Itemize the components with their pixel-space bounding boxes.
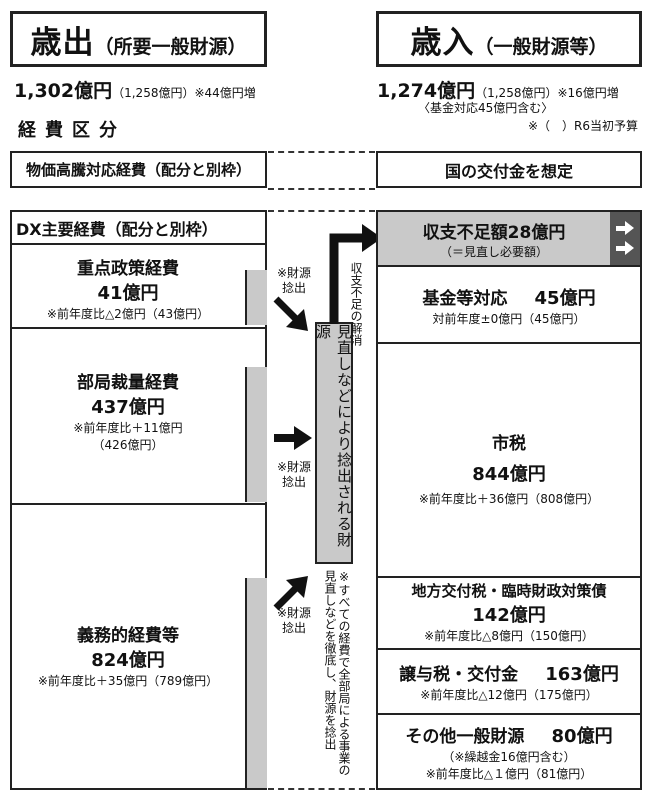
bottom-note: ※すべての経費で全部局による事業の見直しなどを徹底し、財源を捻出 [323, 570, 351, 776]
double-right-arrow-icon [616, 221, 634, 255]
deficit-box: 収支不足額28億円 （＝見直し必要額） [378, 212, 610, 265]
revenue-note: ※前年度比△8億円（150億円） [424, 629, 594, 643]
revenue-amount: 844億円 [472, 463, 546, 485]
expense-amount: 824億円 [91, 650, 165, 671]
expenditure-total-note: （1,258億円）※44億円増 [112, 86, 256, 100]
revenue-title: 基金等対応 [422, 288, 508, 309]
revenue-divider [376, 576, 642, 578]
expense-amount: 437億円 [91, 396, 165, 418]
expenditure-total: 1,302億円 [14, 80, 113, 102]
deficit-resolve-label: 収支不足の解消 [349, 262, 363, 346]
expense-note2: （426億円） [92, 437, 164, 452]
revenue-title: その他一般財源 [405, 727, 525, 747]
revenue-note: ※前年度比△12億円（175億円） [420, 687, 598, 702]
revenue-note2: ※前年度比△１億円（81億円） [425, 767, 593, 781]
expense-note: ※前年度比△2億円（43億円） [46, 306, 210, 321]
section-label: 経費区分 [18, 120, 126, 141]
revenue-note: （※繰越金16億円含む） [442, 750, 576, 764]
center-source-box: 見直しなどにより捻出される財源 [314, 322, 353, 564]
revenue-item-fund: 基金等対応 45億円 対前年度±0億円（45億円） [378, 270, 640, 340]
expense-item-priority: 重点政策経費 41億円 ※前年度比△2億円（43億円） [12, 250, 244, 325]
price-row-right-label: 国の交付金を想定 [444, 161, 573, 181]
diagonal-up-arrow-icon [273, 576, 308, 611]
arrow-note-1: ※財源捻出 [276, 266, 312, 295]
expenditure-total-line: 1,302億円（1,258億円）※44億円増 [14, 76, 256, 103]
revenue-divider [376, 342, 642, 344]
revenue-item-city-tax: 市税 844億円 ※前年度比＋36億円（808億円） [378, 420, 640, 515]
expense-title: 部局裁量経費 [77, 372, 179, 393]
expenditure-header: 歳出 （所要一般財源） [10, 11, 267, 67]
revenue-total-note: （1,258億円）※16億円増 [475, 86, 619, 100]
revenue-title: 市税 [492, 433, 526, 454]
price-row-left-label: 物価高騰対応経費（配分と別枠） [25, 161, 251, 179]
expenditure-column [10, 210, 267, 790]
expenditure-subtitle: （所要一般財源） [94, 35, 247, 58]
expense-title: 義務的経費等 [77, 626, 179, 646]
dx-header: DX主要経費（配分と別枠） [16, 220, 218, 239]
gray-bar-3 [245, 578, 267, 788]
center-source-label: 見直しなどにより捻出される財源 [314, 324, 353, 548]
revenue-note: 対前年度±0億円（45億円） [432, 311, 586, 326]
dx-divider [10, 243, 267, 245]
revenue-divider [376, 265, 642, 267]
revenue-title: 地方交付税・臨時財政対策債 [411, 582, 607, 600]
right-arrow-icon [274, 426, 312, 450]
expenditure-title: 歳出 [30, 24, 95, 61]
revenue-item-local-grant: 地方交付税・臨時財政対策債 142億円 ※前年度比△8億円（150億円） [378, 578, 640, 646]
diagonal-down-arrow-icon [273, 296, 308, 331]
revenue-title: 譲与税・交付金 [399, 664, 519, 685]
revenue-amount: 142億円 [472, 605, 546, 626]
arrow-note-3: ※財源捻出 [276, 606, 312, 635]
deficit-title: 収支不足額28億円 [422, 222, 566, 243]
budget-note: ※（ ）R6当初予算 [528, 119, 639, 133]
revenue-column [376, 210, 642, 790]
center-dashed-bottom [268, 788, 375, 790]
expense-title: 重点政策経費 [77, 258, 179, 279]
revenue-note: ※前年度比＋36億円（808億円） [418, 491, 600, 506]
expense-divider [10, 327, 267, 329]
revenue-subtitle: （一般財源等） [474, 35, 608, 58]
revenue-header: 歳入 （一般財源等） [376, 11, 642, 67]
price-row-dash [268, 151, 375, 190]
gray-bar-1 [245, 270, 267, 325]
revenue-title: 歳入 [410, 24, 475, 61]
expense-item-mandatory: 義務的経費等 824億円 ※前年度比＋35億円（789億円） [12, 615, 244, 695]
revenue-item-other: その他一般財源 80億円 （※繰越金16億円含む） ※前年度比△１億円（81億円… [378, 716, 640, 788]
expense-amount: 41億円 [97, 282, 159, 304]
revenue-total: 1,274億円 [377, 80, 476, 102]
revenue-divider [376, 648, 642, 650]
expense-divider [10, 503, 267, 505]
revenue-amount: 80億円 [551, 726, 613, 747]
deficit-note: （＝見直し必要額） [439, 244, 548, 259]
deficit-arrow-icon [329, 224, 382, 324]
revenue-total-note2: 〈基金対応45億円含む〉 [418, 101, 554, 115]
expense-note: ※前年度比＋11億円 [73, 420, 183, 435]
gray-bar-2 [245, 367, 267, 502]
revenue-divider [376, 713, 642, 715]
arrow-note-2: ※財源捻出 [276, 460, 312, 489]
revenue-item-transfer-tax: 譲与税・交付金 163億円 ※前年度比△12億円（175億円） [378, 652, 640, 710]
expense-item-departmental: 部局裁量経費 437億円 ※前年度比＋11億円 （426億円） [12, 360, 244, 460]
price-row-right: 国の交付金を想定 [376, 151, 642, 188]
deficit-arrow-strip [610, 212, 640, 265]
center-dashed-top [268, 210, 375, 212]
revenue-amount: 45億円 [534, 287, 596, 309]
revenue-total-line: 1,274億円（1,258億円）※16億円増 [377, 76, 619, 103]
revenue-amount: 163億円 [545, 663, 619, 685]
expense-note: ※前年度比＋35億円（789億円） [37, 674, 219, 688]
price-row-left: 物価高騰対応経費（配分と別枠） [10, 151, 267, 188]
